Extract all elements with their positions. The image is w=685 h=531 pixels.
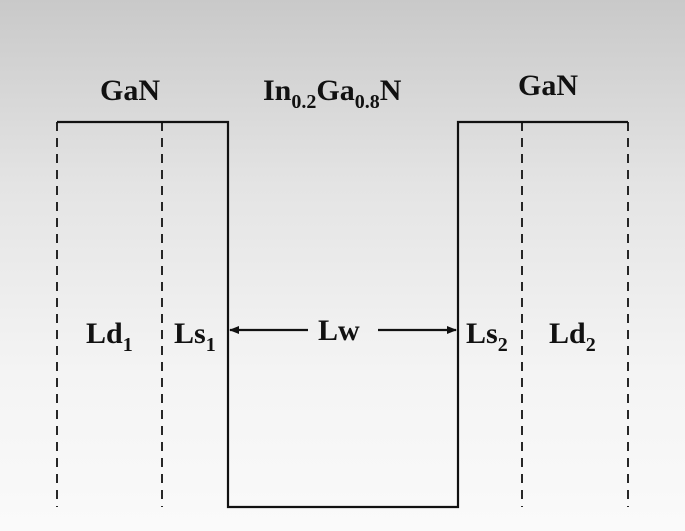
left-material-label: GaN xyxy=(100,74,160,107)
well-profile-line xyxy=(57,120,628,509)
ld2-sub: 2 xyxy=(586,334,596,356)
center-material-in: In xyxy=(263,74,292,107)
center-material-ga: Ga xyxy=(316,74,354,107)
ld1-sub: 1 xyxy=(123,334,133,356)
ls2-sub: 2 xyxy=(498,334,508,356)
ls2-base: Ls xyxy=(466,317,498,350)
lw-label: Lw xyxy=(318,314,360,347)
ld2-label: Ld2 xyxy=(549,317,596,356)
ls1-label: Ls1 xyxy=(174,317,216,356)
ld1-base: Ld xyxy=(86,317,123,350)
ls1-sub: 1 xyxy=(206,334,216,356)
center-material-ga-sub: 0.8 xyxy=(355,91,380,113)
right-material-label: GaN xyxy=(518,69,578,102)
ld1-label: Ld1 xyxy=(86,317,133,356)
center-material-in-sub: 0.2 xyxy=(291,91,316,113)
center-material-label: In0.2Ga0.8N xyxy=(263,74,402,113)
ls1-base: Ls xyxy=(174,317,206,350)
ls2-label: Ls2 xyxy=(466,317,508,356)
center-material-n: N xyxy=(380,74,402,107)
ld2-base: Ld xyxy=(549,317,586,350)
